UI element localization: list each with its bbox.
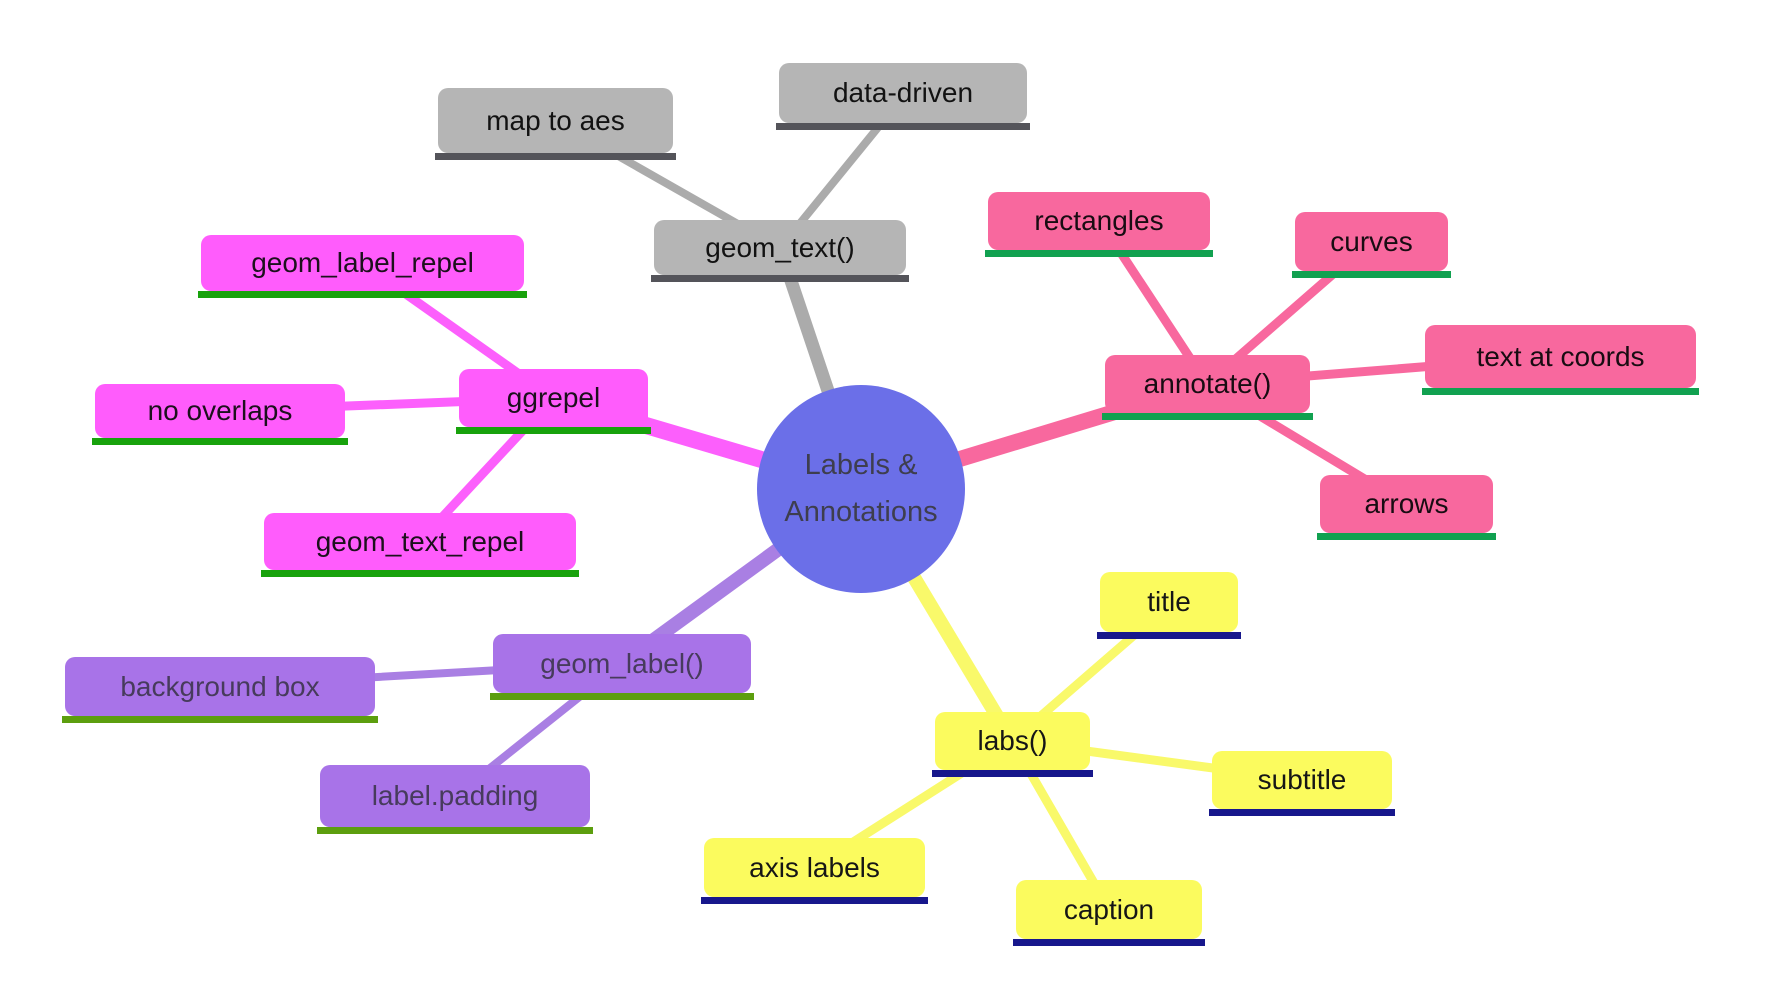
node-no-overlaps[interactable]: no overlaps — [92, 384, 348, 445]
node-subtitle-label: subtitle — [1257, 764, 1347, 795]
node-labs[interactable]: labs() — [932, 712, 1093, 777]
node-map-to-aes[interactable]: map to aes — [435, 88, 676, 160]
node-rectangles[interactable]: rectangles — [985, 192, 1213, 257]
node-background-box[interactable]: background box — [62, 657, 378, 723]
node-geom-text[interactable]: geom_text() — [651, 220, 909, 282]
node-rectangles-label: rectangles — [1034, 205, 1164, 236]
central-node-label-line2: Annotations — [784, 496, 938, 528]
node-axis-labels-label: axis labels — [749, 851, 880, 883]
node-curves[interactable]: curves — [1292, 212, 1451, 278]
node-caption-label: caption — [1063, 893, 1155, 925]
node-title-label: title — [1147, 586, 1191, 617]
node-ggrepel-label: ggrepel — [506, 382, 601, 413]
node-geom-label-label: geom_label() — [540, 647, 704, 679]
node-geom-label-repel[interactable]: geom_label_repel — [198, 235, 527, 298]
node-labs-label: labs() — [977, 725, 1048, 756]
central-node[interactable]: Labels & Annotations — [757, 385, 965, 593]
node-geom-label-repel-label: geom_label_repel — [251, 247, 474, 278]
node-data-driven[interactable]: data-driven — [776, 63, 1030, 130]
node-label-padding-label: label.padding — [371, 780, 539, 811]
node-geom-label[interactable]: geom_label() — [490, 634, 754, 700]
node-map-to-aes-label: map to aes — [486, 104, 625, 136]
node-text-at-coords[interactable]: text at coords — [1422, 325, 1699, 395]
node-geom-text-label: geom_text() — [705, 231, 855, 263]
node-geom-text-repel-label: geom_text_repel — [315, 525, 525, 557]
node-caption[interactable]: caption — [1013, 880, 1205, 946]
node-title[interactable]: title — [1097, 572, 1241, 639]
node-label-padding[interactable]: label.padding — [317, 765, 593, 834]
node-geom-text-repel[interactable]: geom_text_repel — [261, 513, 579, 577]
node-axis-labels[interactable]: axis labels — [701, 838, 928, 904]
node-data-driven-label: data-driven — [832, 77, 974, 108]
node-annotate-label: annotate() — [1143, 368, 1272, 399]
node-ggrepel[interactable]: ggrepel — [456, 369, 651, 434]
central-node-label-line1: Labels & — [804, 449, 918, 482]
node-arrows[interactable]: arrows — [1317, 475, 1496, 540]
node-text-at-coords-label: text at coords — [1476, 340, 1645, 372]
node-no-overlaps-label: no overlaps — [147, 395, 293, 426]
node-curves-label: curves — [1330, 225, 1413, 257]
node-background-box-label: background box — [120, 670, 320, 702]
node-arrows-label: arrows — [1364, 488, 1449, 519]
node-subtitle[interactable]: subtitle — [1209, 751, 1395, 816]
node-annotate[interactable]: annotate() — [1102, 355, 1313, 420]
